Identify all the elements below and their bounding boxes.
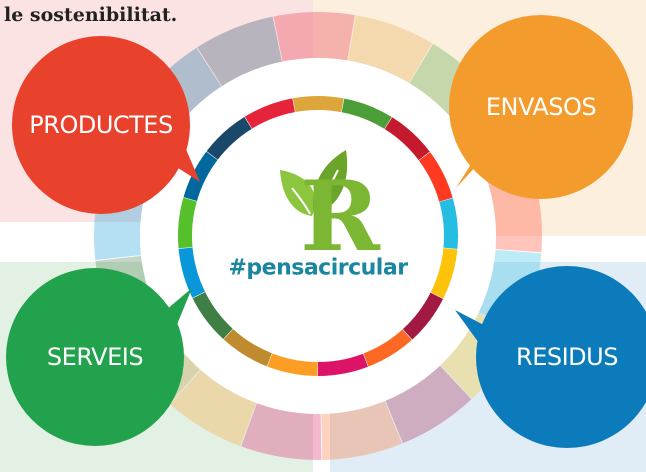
- sdg-ring-segment-3: [341, 98, 392, 129]
- bubble-productes[interactable]: [12, 36, 200, 214]
- outer-ring-segment-2: [348, 15, 433, 83]
- sdg-ring-segment-12: [223, 329, 272, 367]
- bubble-residus[interactable]: [455, 266, 646, 448]
- leaf-icon: [280, 150, 348, 216]
- outer-ring-segment-11: [170, 369, 257, 447]
- hashtag-text: #pensacircular: [228, 255, 408, 281]
- outer-ring-segment-17: [197, 16, 282, 87]
- outer-ring-segment-9: [321, 400, 403, 460]
- sdg-ring-segment-11: [267, 353, 318, 376]
- bubble-label-productes: PRODUCTES: [29, 111, 173, 139]
- sdg-ring-segment-9: [363, 329, 412, 367]
- outer-ring-segment-8: [385, 365, 472, 444]
- sdg-ring-segment-10: [317, 353, 368, 376]
- outer-ring-segment-1: [273, 12, 355, 62]
- sdg-color-ring: [178, 95, 458, 376]
- sdg-ring-segment-15: [178, 197, 197, 249]
- bubble-label-serveis: SERVEIS: [46, 343, 144, 371]
- center-disc: [140, 58, 496, 414]
- sdg-ring-segment-2: [292, 95, 344, 113]
- sdg-ring-segment-6: [439, 198, 458, 249]
- sdg-ring-segment-16: [183, 151, 218, 201]
- header-text: le sostenibilitat.: [4, 4, 178, 26]
- sdg-ring-segment-4: [384, 117, 430, 161]
- sdg-ring-segment-17: [206, 116, 252, 160]
- sdg-ring-segment-5: [418, 152, 453, 202]
- logo-letter: R: [300, 160, 381, 273]
- bubble-envasos[interactable]: [449, 15, 633, 199]
- bubble-label-residus: RESIDUS: [516, 343, 618, 371]
- bubble-label-envasos: ENVASOS: [485, 93, 597, 121]
- sdg-ring-segment-13: [192, 292, 233, 340]
- bubble-serveis[interactable]: [6, 268, 192, 446]
- sdg-ring-segment-14: [178, 247, 205, 298]
- sdg-ring-segment-1: [244, 98, 295, 129]
- sdg-ring-segment-7: [430, 248, 458, 299]
- outer-ring-segment-10: [241, 403, 322, 460]
- sdg-ring-segment-8: [402, 292, 444, 340]
